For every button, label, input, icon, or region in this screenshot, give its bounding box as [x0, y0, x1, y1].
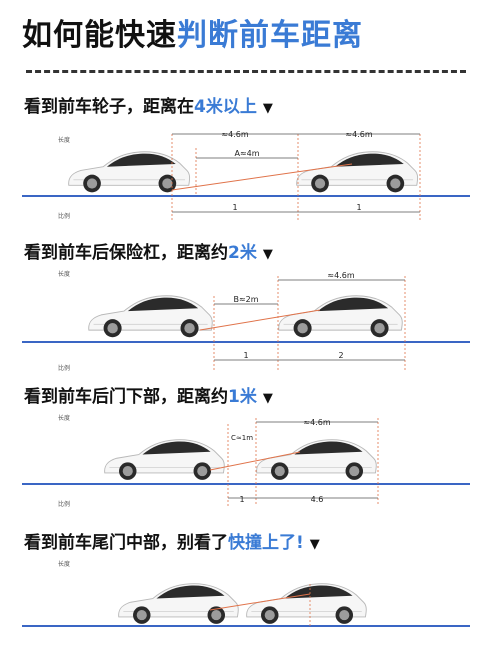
triangle-icon: ▼	[309, 537, 320, 552]
page-title: 如何能快速判断前车距离	[22, 16, 472, 56]
scene-4-small-top: 长度	[58, 560, 70, 568]
scene-2-diagram: 长度 比例 ≈4.6m B≈2m 1 2	[22, 270, 470, 372]
scene-3-gap: C≈1m	[231, 434, 253, 442]
scene-1-front-car	[296, 151, 419, 193]
scene-2-bottom2: 2	[338, 351, 343, 360]
scene-2-gap: B≈2m	[233, 295, 258, 304]
section-4-heading: 看到前车尾门中部，别看了快撞上了! ▼	[24, 532, 320, 556]
triangle-icon: ▼	[262, 391, 273, 406]
title-accent: 判断前车距离	[177, 18, 363, 53]
scene-1-top1: ≈4.6m	[221, 130, 248, 139]
scene-3-sightline	[209, 451, 301, 471]
scene-4-sightline	[209, 593, 311, 611]
title-divider	[26, 70, 466, 73]
scene-2-small-bottom: 比例	[58, 364, 70, 372]
scene-1-bottom2: 1	[356, 203, 361, 212]
section-2-heading: 看到前车后保险杠，距离约2米 ▼	[24, 242, 273, 266]
scene-2-sightline	[199, 309, 321, 331]
triangle-icon: ▼	[262, 101, 273, 116]
scene-2-bottom1: 1	[243, 351, 248, 360]
scene-3-small-bottom: 比例	[58, 500, 70, 508]
section-4-highlight: 快撞上了!	[228, 533, 304, 553]
scene-1-small-top: 长度	[58, 136, 70, 144]
section-1-highlight: 4米以上	[194, 97, 257, 117]
scene-3-bottom1: 1	[239, 495, 244, 504]
scene-1-diagram: 长度 比例 ≈4.6m ≈4.6m A≈4m 1 1	[22, 130, 470, 220]
scene-1-top2: ≈4.6m	[345, 130, 372, 139]
scene-3-bottom2: 4.6	[311, 495, 324, 504]
scene-1-gap: A≈4m	[234, 149, 259, 158]
section-4-text: 看到前车尾门中部，别看了	[24, 533, 228, 553]
triangle-icon: ▼	[262, 247, 273, 262]
section-3-heading: 看到前车后门下部，距离约1米 ▼	[24, 386, 273, 410]
scene-2-small-top: 长度	[58, 270, 70, 278]
scene-4-own-car	[118, 583, 239, 625]
section-3-highlight: 1米	[228, 387, 257, 407]
scene-1-own-car	[68, 151, 191, 193]
scene-4-front-car	[246, 583, 367, 625]
scene-1-bottom1: 1	[232, 203, 237, 212]
scene-3-own-car	[104, 439, 225, 481]
scene-3-diagram: 长度 比例 ≈4.6m C≈1m 1 4.6	[22, 414, 470, 508]
scene-4-diagram: 长度	[22, 560, 470, 627]
section-2-highlight: 2米	[228, 243, 257, 263]
scene-2-top: ≈4.6m	[327, 271, 354, 280]
section-3-text: 看到前车后门下部，距离约	[24, 387, 228, 407]
scene-1-sightline	[171, 163, 353, 191]
section-1-text: 看到前车轮子，距离在	[24, 97, 194, 117]
scene-3-front-car	[256, 439, 377, 481]
title-main: 如何能快速	[22, 18, 177, 53]
scene-2-own-car	[88, 295, 213, 338]
scene-3-top: ≈4.6m	[303, 418, 330, 427]
scene-1-small-bottom: 比例	[58, 212, 70, 220]
scene-3-small-top: 长度	[58, 414, 70, 422]
section-2-text: 看到前车后保险杠，距离约	[24, 243, 228, 263]
section-1-heading: 看到前车轮子，距离在4米以上 ▼	[24, 96, 273, 120]
scene-2-front-car	[278, 295, 403, 338]
